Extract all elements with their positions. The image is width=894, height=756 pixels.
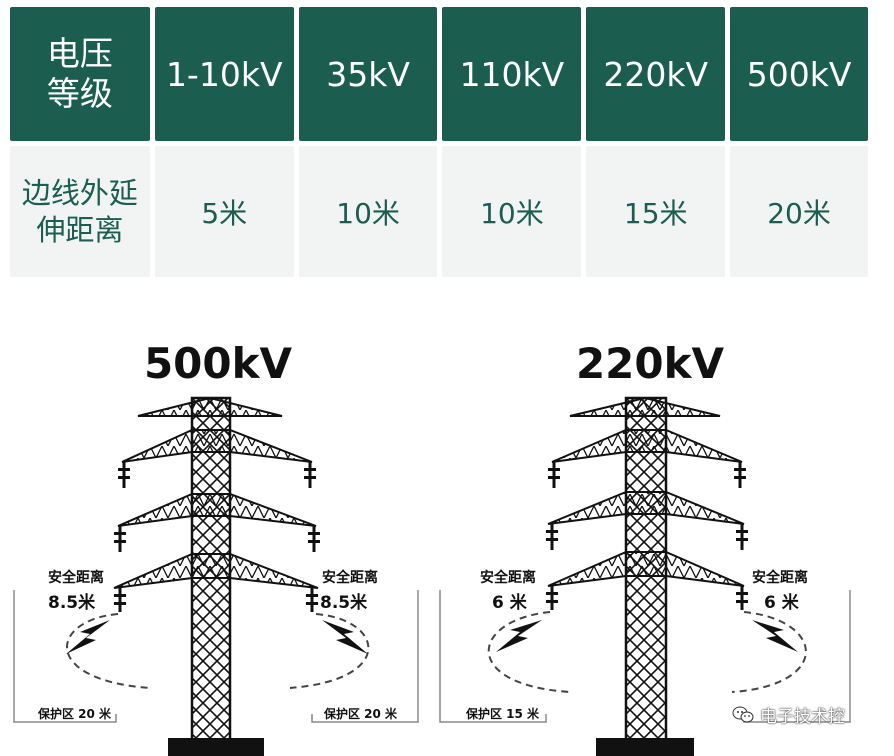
lightning-bolt-icon (752, 620, 798, 652)
safety-distance-value: 6 米 (492, 592, 528, 613)
cross-arm (121, 429, 313, 463)
protection-zone-bracket (13, 590, 117, 723)
voltage-value: 35kV (326, 54, 410, 94)
table-body-row: 边线外延伸距离 5米 10米 10米 15米 20米 (10, 141, 868, 277)
distance-value: 10米 (336, 196, 400, 230)
safety-distance-label: 安全距离 (322, 569, 378, 586)
safety-distance-value: 8.5米 (320, 592, 368, 613)
insulators (118, 462, 316, 612)
distance-cell: 5米 (154, 146, 294, 277)
header-cell: 35kV (298, 7, 438, 141)
distance-cell: 15米 (586, 146, 726, 277)
protection-zone-label: 保护区 15 米 (465, 706, 540, 721)
header-cell: 1-10kV (154, 7, 294, 141)
insulator-discs (114, 468, 320, 605)
tower-220kv: 220kV 安全距离 6 米 安全距离 6 米 (439, 339, 851, 756)
header-cell: 110kV (442, 7, 582, 141)
distance-cell: 10米 (298, 146, 438, 277)
tower-500kv: 500kV (13, 339, 419, 756)
table-header-row: 电压等级 1-10kV 35kV 110kV 220kV 500kV (10, 7, 868, 141)
cross-arm (547, 491, 745, 525)
safety-arc-left (487, 611, 571, 693)
distance-value: 5米 (201, 196, 248, 230)
insulator-discs (546, 468, 748, 603)
safety-distance-label: 安全距离 (752, 569, 808, 586)
insulators (550, 462, 744, 610)
protection-zone-bracket (311, 590, 419, 723)
header-cell-voltage-level: 电压等级 (10, 7, 150, 141)
distance-cell: 10米 (442, 146, 582, 277)
safety-distance-value: 8.5米 (48, 592, 96, 613)
protection-zone-label: 保护区 20 米 (37, 706, 112, 721)
safety-distance-value: 6 米 (764, 592, 800, 613)
tower-base (168, 738, 264, 756)
voltage-value: 500kV (746, 54, 852, 94)
protection-zone-label: 保护区 20 米 (323, 706, 398, 721)
watermark: 电子技术控 (732, 702, 845, 727)
tower-title: 220kV (576, 339, 725, 388)
row-label-cell: 边线外延伸距离 (10, 146, 150, 277)
cross-arm (551, 429, 743, 463)
voltage-value: 110kV (459, 54, 565, 94)
lightning-bolt-icon (322, 620, 368, 654)
wechat-icon (732, 706, 754, 722)
safety-arc-left (66, 613, 151, 689)
tower-base (596, 738, 694, 756)
protection-zone-bracket (439, 590, 547, 723)
voltage-distance-table: 电压等级 1-10kV 35kV 110kV 220kV 500kV 边线外延伸… (10, 7, 868, 277)
cross-arm (117, 493, 317, 527)
header-cell: 220kV (586, 7, 726, 141)
safety-distance-label: 安全距离 (48, 569, 104, 586)
cross-arm (113, 553, 319, 589)
voltage-value: 1-10kV (165, 54, 283, 94)
distance-value: 10米 (480, 196, 544, 230)
tower-title: 500kV (144, 339, 293, 388)
lightning-bolt-icon (66, 620, 110, 654)
safety-arc-right (731, 611, 807, 693)
distance-value: 20米 (767, 196, 831, 230)
row-label: 边线外延伸距离 (21, 175, 138, 247)
header-label: 电压等级 (46, 34, 113, 113)
voltage-value: 220kV (603, 54, 709, 94)
lightning-bolt-icon (496, 620, 542, 652)
watermark-text: 电子技术控 (760, 707, 845, 727)
safety-distance-label: 安全距离 (480, 569, 536, 586)
distance-cell: 20米 (730, 146, 868, 277)
distance-value: 15米 (623, 196, 688, 230)
header-cell: 500kV (730, 7, 868, 141)
tower-diagram: 500kV (13, 339, 851, 756)
cross-arm (547, 551, 745, 587)
